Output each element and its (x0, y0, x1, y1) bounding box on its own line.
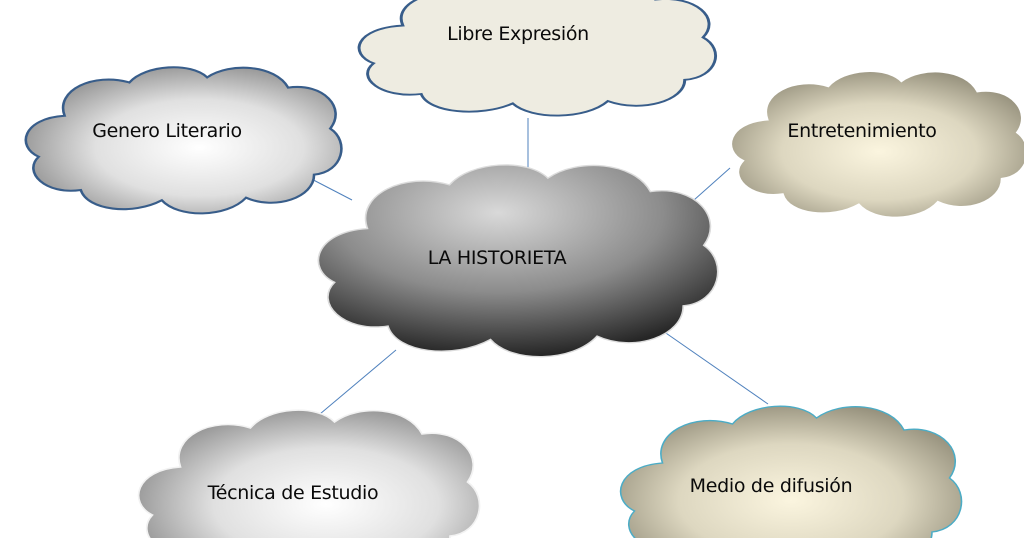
node-label-libre-expresion: Libre Expresión (447, 23, 589, 45)
cloud-entretenimiento[interactable] (730, 70, 1024, 219)
central-label: LA HISTORIETA (427, 247, 567, 269)
cloud-libre-expresion[interactable] (357, 0, 718, 118)
node-label-medio-de-difusion: Medio de difusión (689, 475, 853, 497)
connector-medio-de-difusion (649, 321, 769, 405)
node-label-genero-literario: Genero Literario (92, 120, 242, 142)
connector-tecnica-de-estudio (319, 349, 397, 415)
cloud-tecnica-de-estudio[interactable] (137, 409, 481, 538)
cloud-medio-de-difusion[interactable] (619, 405, 963, 538)
node-label-entretenimiento: Entretenimiento (787, 120, 937, 142)
connector-entretenimiento (693, 167, 731, 201)
node-label-tecnica-de-estudio: Técnica de Estudio (207, 482, 379, 504)
